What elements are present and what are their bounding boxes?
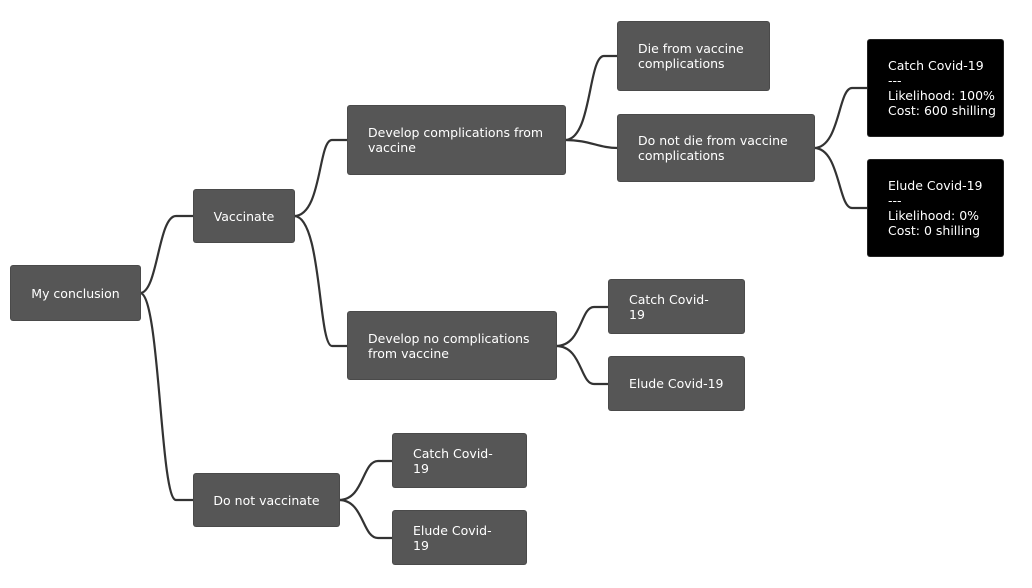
node-develop-complications-label: Develop complications from vaccine bbox=[368, 125, 544, 155]
node-unvacc-catch[interactable]: Catch Covid-19 bbox=[393, 434, 526, 487]
node-do-not-vaccinate-label: Do not vaccinate bbox=[213, 492, 320, 508]
outcome-elude-title: Elude Covid-19 bbox=[888, 178, 983, 193]
outcome-catch-covid[interactable]: Catch Covid-19 --- Likelihood: 100% Cost… bbox=[868, 40, 1003, 136]
node-no-comp-catch[interactable]: Catch Covid-19 bbox=[609, 280, 744, 333]
connector-nocomp-elude bbox=[554, 344, 611, 386]
connector-nocomp-catch bbox=[554, 305, 611, 348]
outcome-catch-cost: Cost: 600 shilling bbox=[888, 103, 996, 118]
node-no-comp-elude[interactable]: Elude Covid-19 bbox=[609, 357, 744, 410]
connector-root-novaccinate bbox=[138, 291, 196, 502]
node-do-not-die-from-complications[interactable]: Do not die from vaccine complications bbox=[618, 115, 814, 181]
node-root[interactable]: My conclusion bbox=[11, 266, 140, 320]
node-unvacc-elude-label: Elude Covid-19 bbox=[413, 522, 492, 553]
connector-notdie-catch bbox=[812, 86, 870, 150]
outcome-elude-covid[interactable]: Elude Covid-19 --- Likelihood: 0% Cost: … bbox=[868, 160, 1003, 256]
node-do-not-die-from-complications-label: Do not die from vaccine complications bbox=[638, 133, 788, 163]
connector-novacc-elude bbox=[337, 498, 395, 540]
node-unvacc-catch-label: Catch Covid-19 bbox=[413, 445, 493, 476]
connector-notdie-elude bbox=[812, 146, 870, 210]
node-no-comp-elude-label: Elude Covid-19 bbox=[629, 376, 724, 391]
node-root-label: My conclusion bbox=[31, 285, 120, 301]
node-develop-complications[interactable]: Develop complications from vaccine bbox=[348, 106, 565, 174]
node-develop-no-complications-label: Develop no complications from vaccine bbox=[368, 330, 530, 361]
node-unvacc-elude[interactable]: Elude Covid-19 bbox=[393, 511, 526, 564]
node-develop-no-complications[interactable]: Develop no complications from vaccine bbox=[348, 312, 556, 379]
outcome-elude-likelihood: Likelihood: 0% bbox=[888, 208, 980, 223]
connector-root-vaccinate bbox=[138, 214, 196, 295]
node-die-from-complications[interactable]: Die from vaccine complications bbox=[618, 22, 769, 90]
outcome-elude-divider: --- bbox=[888, 193, 902, 208]
connector-complications-die bbox=[563, 54, 620, 142]
outcome-catch-divider: --- bbox=[888, 73, 902, 88]
node-do-not-vaccinate[interactable]: Do not vaccinate bbox=[194, 474, 339, 526]
outcome-catch-title: Catch Covid-19 bbox=[888, 58, 984, 73]
connector-vaccinate-complications bbox=[292, 138, 350, 218]
outcome-catch-likelihood: Likelihood: 100% bbox=[888, 88, 995, 103]
node-no-comp-catch-label: Catch Covid-19 bbox=[629, 291, 709, 322]
connector-novacc-catch bbox=[337, 459, 395, 502]
connector-complications-notdie bbox=[563, 138, 620, 150]
connector-vaccinate-nocomplications bbox=[292, 214, 350, 348]
node-vaccinate[interactable]: Vaccinate bbox=[194, 190, 294, 242]
node-vaccinate-label: Vaccinate bbox=[213, 208, 275, 224]
node-die-from-complications-label: Die from vaccine complications bbox=[638, 41, 744, 71]
outcome-elude-cost: Cost: 0 shilling bbox=[888, 223, 981, 238]
